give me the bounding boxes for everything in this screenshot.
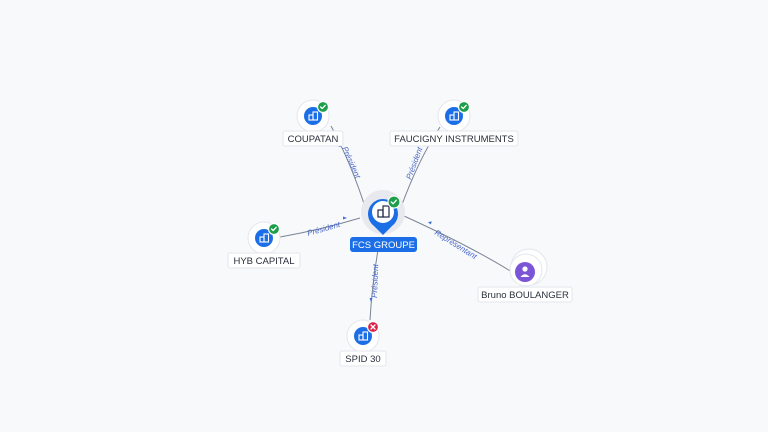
person-icon [520,266,530,277]
center-label: FCS GROUPE [352,240,415,251]
node-label-box [227,252,301,269]
node-label-box [389,130,519,147]
node-label-box [339,350,387,367]
node-label: FAUCIGNY INSTRUMENTS [394,134,514,145]
edge-hyb: Président [279,216,361,238]
node-label: SPID 30 [345,354,380,365]
building-icon [377,205,390,218]
arrow-icon [343,216,347,220]
arrow-icon [428,221,432,225]
edge-label-coupatan: Président [340,145,362,180]
node-label: HYB CAPITAL [233,256,294,267]
edge-label-faucigny: Président [404,145,424,181]
node-label-box [477,286,573,303]
edge-label-hyb: Président [306,220,342,238]
building-icon [449,111,460,121]
node-hyb-capital[interactable]: HYB CAPITAL [227,221,301,269]
edge-label-spid: Président [370,263,380,298]
node-label: COUPATAN [288,134,339,145]
node-coupatan[interactable]: COUPATAN [282,99,344,147]
building-icon [308,111,319,121]
building-icon [358,331,369,341]
node-label: Bruno BOULANGER [481,290,569,301]
verified-badge-icon [457,100,471,114]
verified-badge-icon [387,195,401,209]
center-label-badge [350,237,417,252]
arrow-icon [369,298,373,302]
node-label-box [282,130,344,147]
edge-bruno: Représentant [403,215,513,273]
verified-badge-icon [267,222,281,236]
building-icon [259,233,270,243]
node-bruno-boulanger[interactable]: Bruno BOULANGER [477,248,573,303]
verified-badge-icon [316,100,330,114]
closed-badge-icon [366,320,380,334]
edge-label-bruno: Représentant [433,228,479,261]
node-faucigny-instruments[interactable]: FAUCIGNY INSTRUMENTS [389,99,519,147]
edge-spid: Président [369,249,380,321]
center-node-fcs-groupe[interactable]: FCS GROUPE [350,190,417,252]
node-spid-30[interactable]: SPID 30 [339,319,387,367]
